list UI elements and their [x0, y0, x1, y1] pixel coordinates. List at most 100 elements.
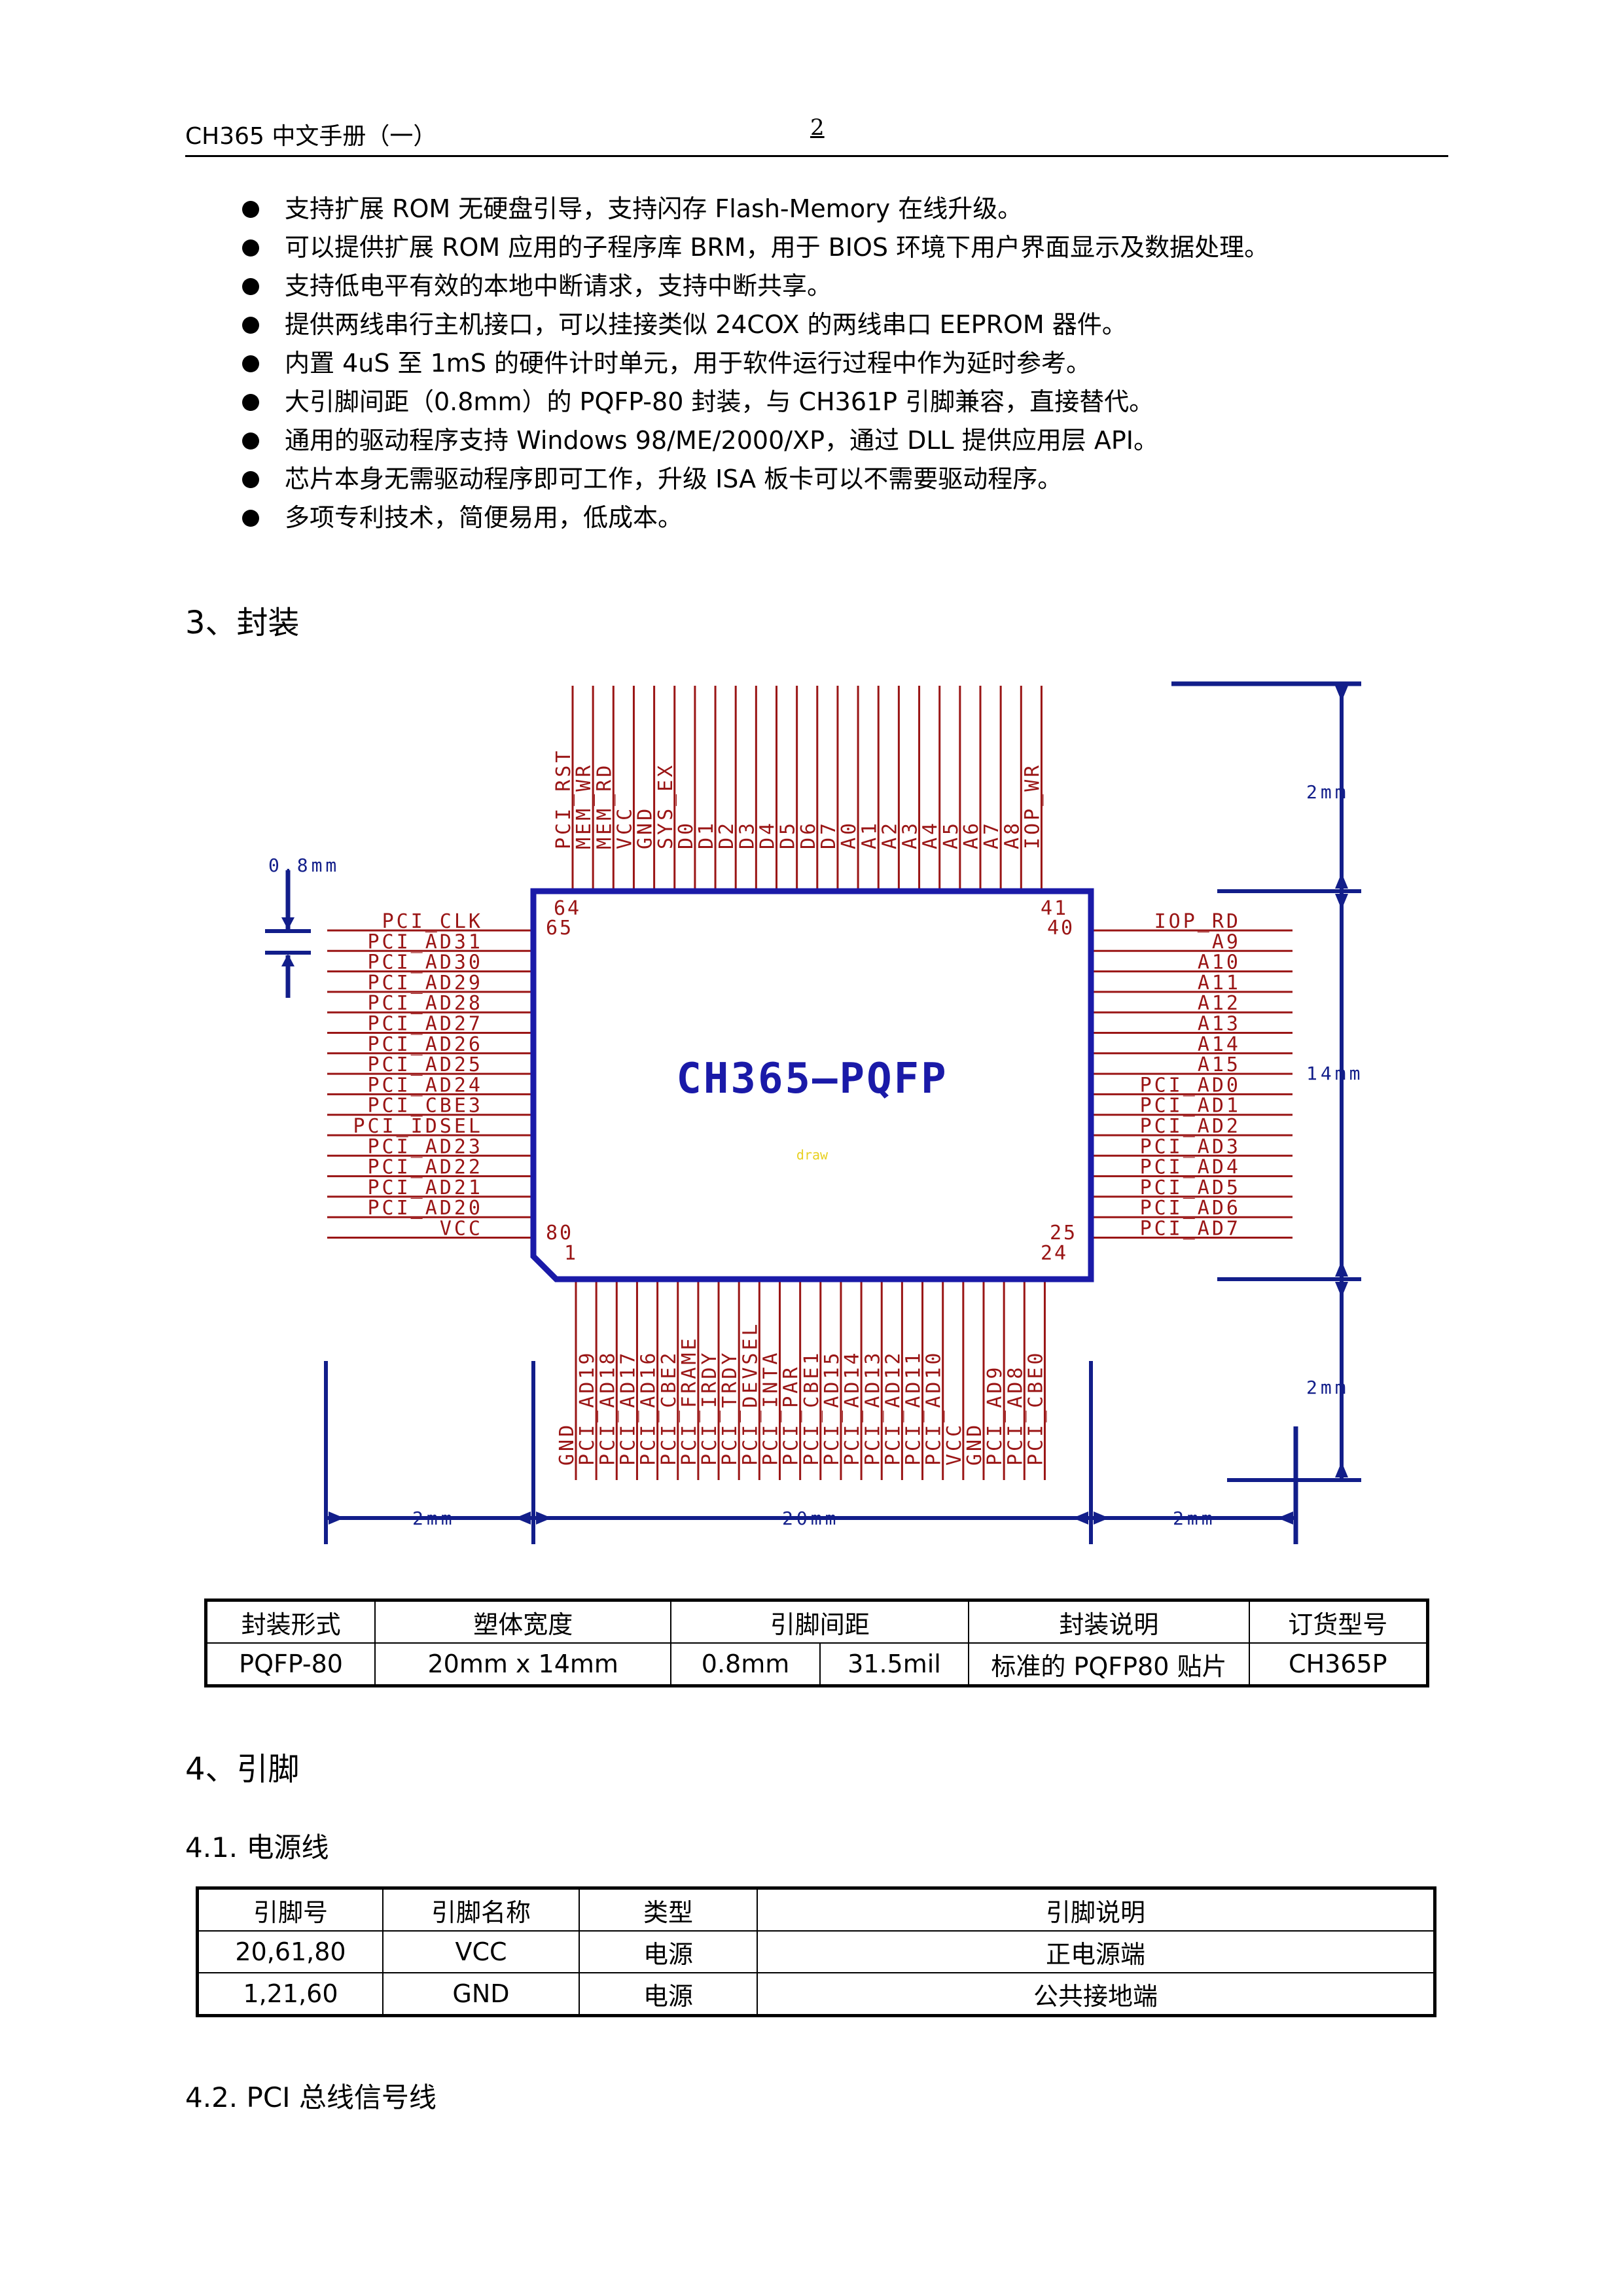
- dim-width-label: 20mm: [782, 1508, 839, 1529]
- package-table-cell: PQFP-80: [205, 1642, 376, 1686]
- power-table-cell: 20,61,80: [198, 1930, 383, 1973]
- dimension-arrow: [1277, 1511, 1293, 1525]
- pin-label-right: A14: [1198, 1033, 1241, 1056]
- power-table-cell: GND: [382, 1972, 580, 2015]
- dim-height-label: 14mm: [1306, 1063, 1363, 1084]
- pin-label-bottom: PCI_CBE0: [1024, 1351, 1047, 1466]
- dimension-arrow: [1094, 1511, 1109, 1525]
- power-table: 引脚号 引脚名称 类型 引脚说明 20,61,80 VCC 电源 正电源端 1,…: [196, 1886, 1436, 2017]
- section-heading-pins: 4、引脚: [185, 1751, 300, 1788]
- dimension-arrow: [1335, 1261, 1348, 1277]
- pin-label-top: SYS_EX: [654, 763, 677, 849]
- package-table-header: 引脚间距: [670, 1600, 970, 1644]
- pin-label-left: PCI_AD23: [368, 1135, 484, 1158]
- pin-label-left: PCI_AD30: [368, 951, 484, 974]
- pin-label-left: PCI_CBE3: [368, 1095, 484, 1118]
- dimension-arrow: [1335, 873, 1348, 889]
- pin-label-bottom: GND: [963, 1422, 986, 1466]
- page-number: 2: [810, 115, 825, 141]
- pin-label-left: PCI_CLK: [382, 910, 483, 933]
- pin-label-right: PCI_AD3: [1140, 1135, 1241, 1158]
- pin-label-right: PCI_AD2: [1140, 1115, 1241, 1138]
- pin-label-right: PCI_AD1: [1140, 1095, 1241, 1118]
- dimension-arrow: [1335, 1462, 1348, 1477]
- dimension-arrow: [281, 954, 294, 966]
- pin-label-left: PCI_AD27: [368, 1013, 484, 1036]
- chip-name: CH365—PQFP: [676, 1055, 948, 1103]
- pin-label-top: PCI_RST: [552, 749, 575, 849]
- pin-label-right: A12: [1198, 992, 1241, 1015]
- pin-label-bottom: VCC: [943, 1422, 966, 1466]
- pin-number: 1: [564, 1242, 578, 1265]
- feature-item: 可以提供扩展 ROM 应用的子程序库 BRM，用于 BIOS 环境下用户界面显示…: [242, 228, 1269, 267]
- pin-label-bottom: PCI_FRAME: [678, 1335, 701, 1466]
- pin-label-left: PCI_AD25: [368, 1053, 484, 1076]
- dimension-arrow: [281, 917, 294, 930]
- pin-label-top: A0: [838, 821, 861, 849]
- pin-label-bottom: PCI_CBE1: [800, 1351, 823, 1466]
- package-diagram: PCI_RSTMEM_WRMEM_RDVCCGNDSYS_EXD0D1D2D3D…: [265, 681, 1363, 1544]
- pin-label-bottom: PCI_AD12: [882, 1351, 904, 1466]
- power-table-header: 引脚名称: [382, 1888, 580, 1932]
- dimension-arrow: [1073, 1511, 1088, 1525]
- power-table-cell: 电源: [579, 1930, 758, 1973]
- pin-label-right: A9: [1212, 930, 1241, 953]
- chip-watermark: draw: [796, 1147, 829, 1163]
- dim-top-lead-label: 2mm: [1306, 781, 1349, 803]
- feature-item: 多项专利技术，简便易用，低成本。: [242, 499, 1269, 537]
- pin-label-left: VCC: [440, 1218, 483, 1241]
- pin-label-right: A10: [1198, 951, 1241, 974]
- package-table-cell: 20mm x 14mm: [374, 1642, 672, 1686]
- pin-label-top: A7: [980, 821, 1003, 849]
- package-table-cell: CH365P: [1248, 1642, 1428, 1686]
- dim-left-lead-label: 2mm: [412, 1508, 455, 1529]
- dim-right-lead-label: 2mm: [1173, 1508, 1216, 1529]
- pin-label-left: PCI_AD29: [368, 972, 484, 995]
- feature-item: 内置 4uS 至 1mS 的硬件计时单元，用于软件运行过程中作为延时参考。: [242, 344, 1269, 383]
- pin-label-bottom: PCI_AD17: [616, 1351, 639, 1466]
- pin-label-top: A8: [1001, 821, 1024, 849]
- package-table: 封装形式 塑体宽度 引脚间距 封装说明 订货型号 PQFP-80 20mm x …: [204, 1598, 1429, 1687]
- doc-title: CH365 中文手册（一）: [185, 123, 437, 150]
- pin-label-top: A1: [858, 821, 881, 849]
- dimension-arrow: [536, 1511, 552, 1525]
- power-table-cell: 正电源端: [757, 1930, 1435, 1973]
- pin-label-top: VCC: [613, 806, 636, 849]
- dim-pitch-label: 0.8mm: [268, 855, 340, 876]
- package-table-header: 封装形式: [205, 1600, 376, 1644]
- power-table-cell: 1,21,60: [198, 1972, 383, 2015]
- pin-label-left: PCI_AD31: [368, 930, 484, 953]
- pin-label-bottom: PCI_PAR: [780, 1365, 803, 1466]
- pin-label-top: D5: [777, 821, 800, 849]
- package-table-cell: 标准的 PQFP80 贴片: [968, 1642, 1250, 1686]
- pin-label-top: A3: [899, 821, 922, 849]
- pin-label-left: PCI_AD24: [368, 1074, 484, 1097]
- power-table-header: 引脚号: [198, 1888, 383, 1932]
- pin-label-bottom: PCI_INTA: [760, 1351, 783, 1466]
- pin-label-right: PCI_AD4: [1140, 1156, 1241, 1179]
- pin-label-bottom: PCI_TRDY: [719, 1351, 741, 1466]
- pin-label-top: D6: [797, 821, 820, 849]
- feature-item: 通用的驱动程序支持 Windows 98/ME/2000/XP，通过 DLL 提…: [242, 421, 1269, 460]
- pin-number: 24: [1041, 1242, 1068, 1265]
- pin-label-bottom: PCI_AD8: [1004, 1365, 1027, 1466]
- pin-label-top: D4: [757, 821, 779, 849]
- pin-label-left: PCI_AD20: [368, 1197, 484, 1220]
- pin-label-top: GND: [634, 806, 657, 849]
- feature-item: 支持扩展 ROM 无硬盘引导，支持闪存 Flash-Memory 在线升级。: [242, 190, 1269, 228]
- pin-label-top: MEM_WR: [573, 763, 596, 849]
- feature-item: 大引脚间距（0.8mm）的 PQFP-80 封装，与 CH361P 引脚兼容，直…: [242, 383, 1269, 421]
- pin-label-left: PCI_AD21: [368, 1176, 484, 1199]
- pin-label-top: A6: [960, 821, 983, 849]
- pin-label-bottom: PCI_AD16: [637, 1351, 660, 1466]
- pin-label-top: D3: [736, 821, 758, 849]
- pin-label-right: IOP_RD: [1154, 910, 1241, 933]
- chip-body: [530, 888, 1094, 1282]
- dimension-arrow: [1335, 686, 1348, 701]
- pin-label-top: D1: [695, 821, 718, 849]
- pin-label-left: PCI_AD26: [368, 1033, 484, 1056]
- pin-label-right: PCI_AD7: [1140, 1218, 1241, 1241]
- pin-label-right: A13: [1198, 1013, 1241, 1036]
- pin-label-top: D7: [817, 821, 840, 849]
- pin-label-bottom: PCI_AD14: [841, 1351, 864, 1466]
